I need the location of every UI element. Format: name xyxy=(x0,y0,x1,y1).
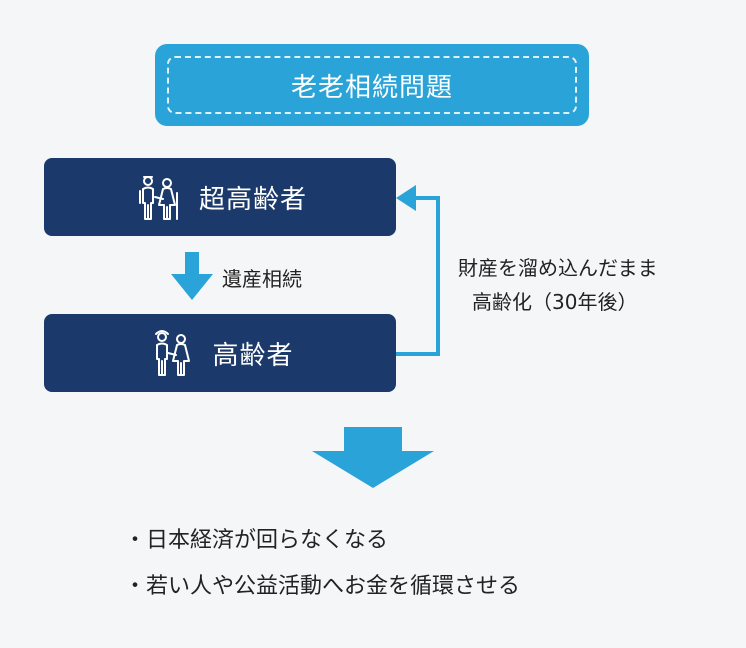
inheritance-arrow-icon xyxy=(171,252,213,300)
super-elderly-box: 超高齢者 xyxy=(44,158,396,236)
result-arrow-icon xyxy=(312,427,434,488)
bullet: ・ xyxy=(124,528,147,553)
bullet: ・ xyxy=(124,574,147,599)
consequence-list: ・日本経済が回らなくなる ・若い人や公益活動へお金を循環させる xyxy=(124,518,520,610)
list-item: ・日本経済が回らなくなる xyxy=(124,518,520,564)
inheritance-label: 遺産相続 xyxy=(222,267,302,291)
side-note-line1: 財産を溜め込んだまま xyxy=(458,256,658,280)
loop-arrowhead-icon xyxy=(396,185,416,211)
list-item: ・若い人や公益活動へお金を循環させる xyxy=(124,564,520,610)
elderly-box: 高齢者 xyxy=(44,314,396,392)
loop-arrow-icon xyxy=(396,196,440,356)
super-elderly-label: 超高齢者 xyxy=(198,184,307,215)
elderly-couple-icon xyxy=(133,171,185,223)
elderly-couple-icon xyxy=(146,327,198,379)
side-note-line2: 高齢化（30年後） xyxy=(472,290,638,314)
consequence-text: 若い人や公益活動へお金を循環させる xyxy=(146,574,521,599)
consequence-text: 日本経済が回らなくなる xyxy=(146,528,389,553)
title-text: 老老相続問題 xyxy=(167,56,577,114)
title-box: 老老相続問題 xyxy=(155,44,589,126)
elderly-label: 高齢者 xyxy=(212,340,294,371)
